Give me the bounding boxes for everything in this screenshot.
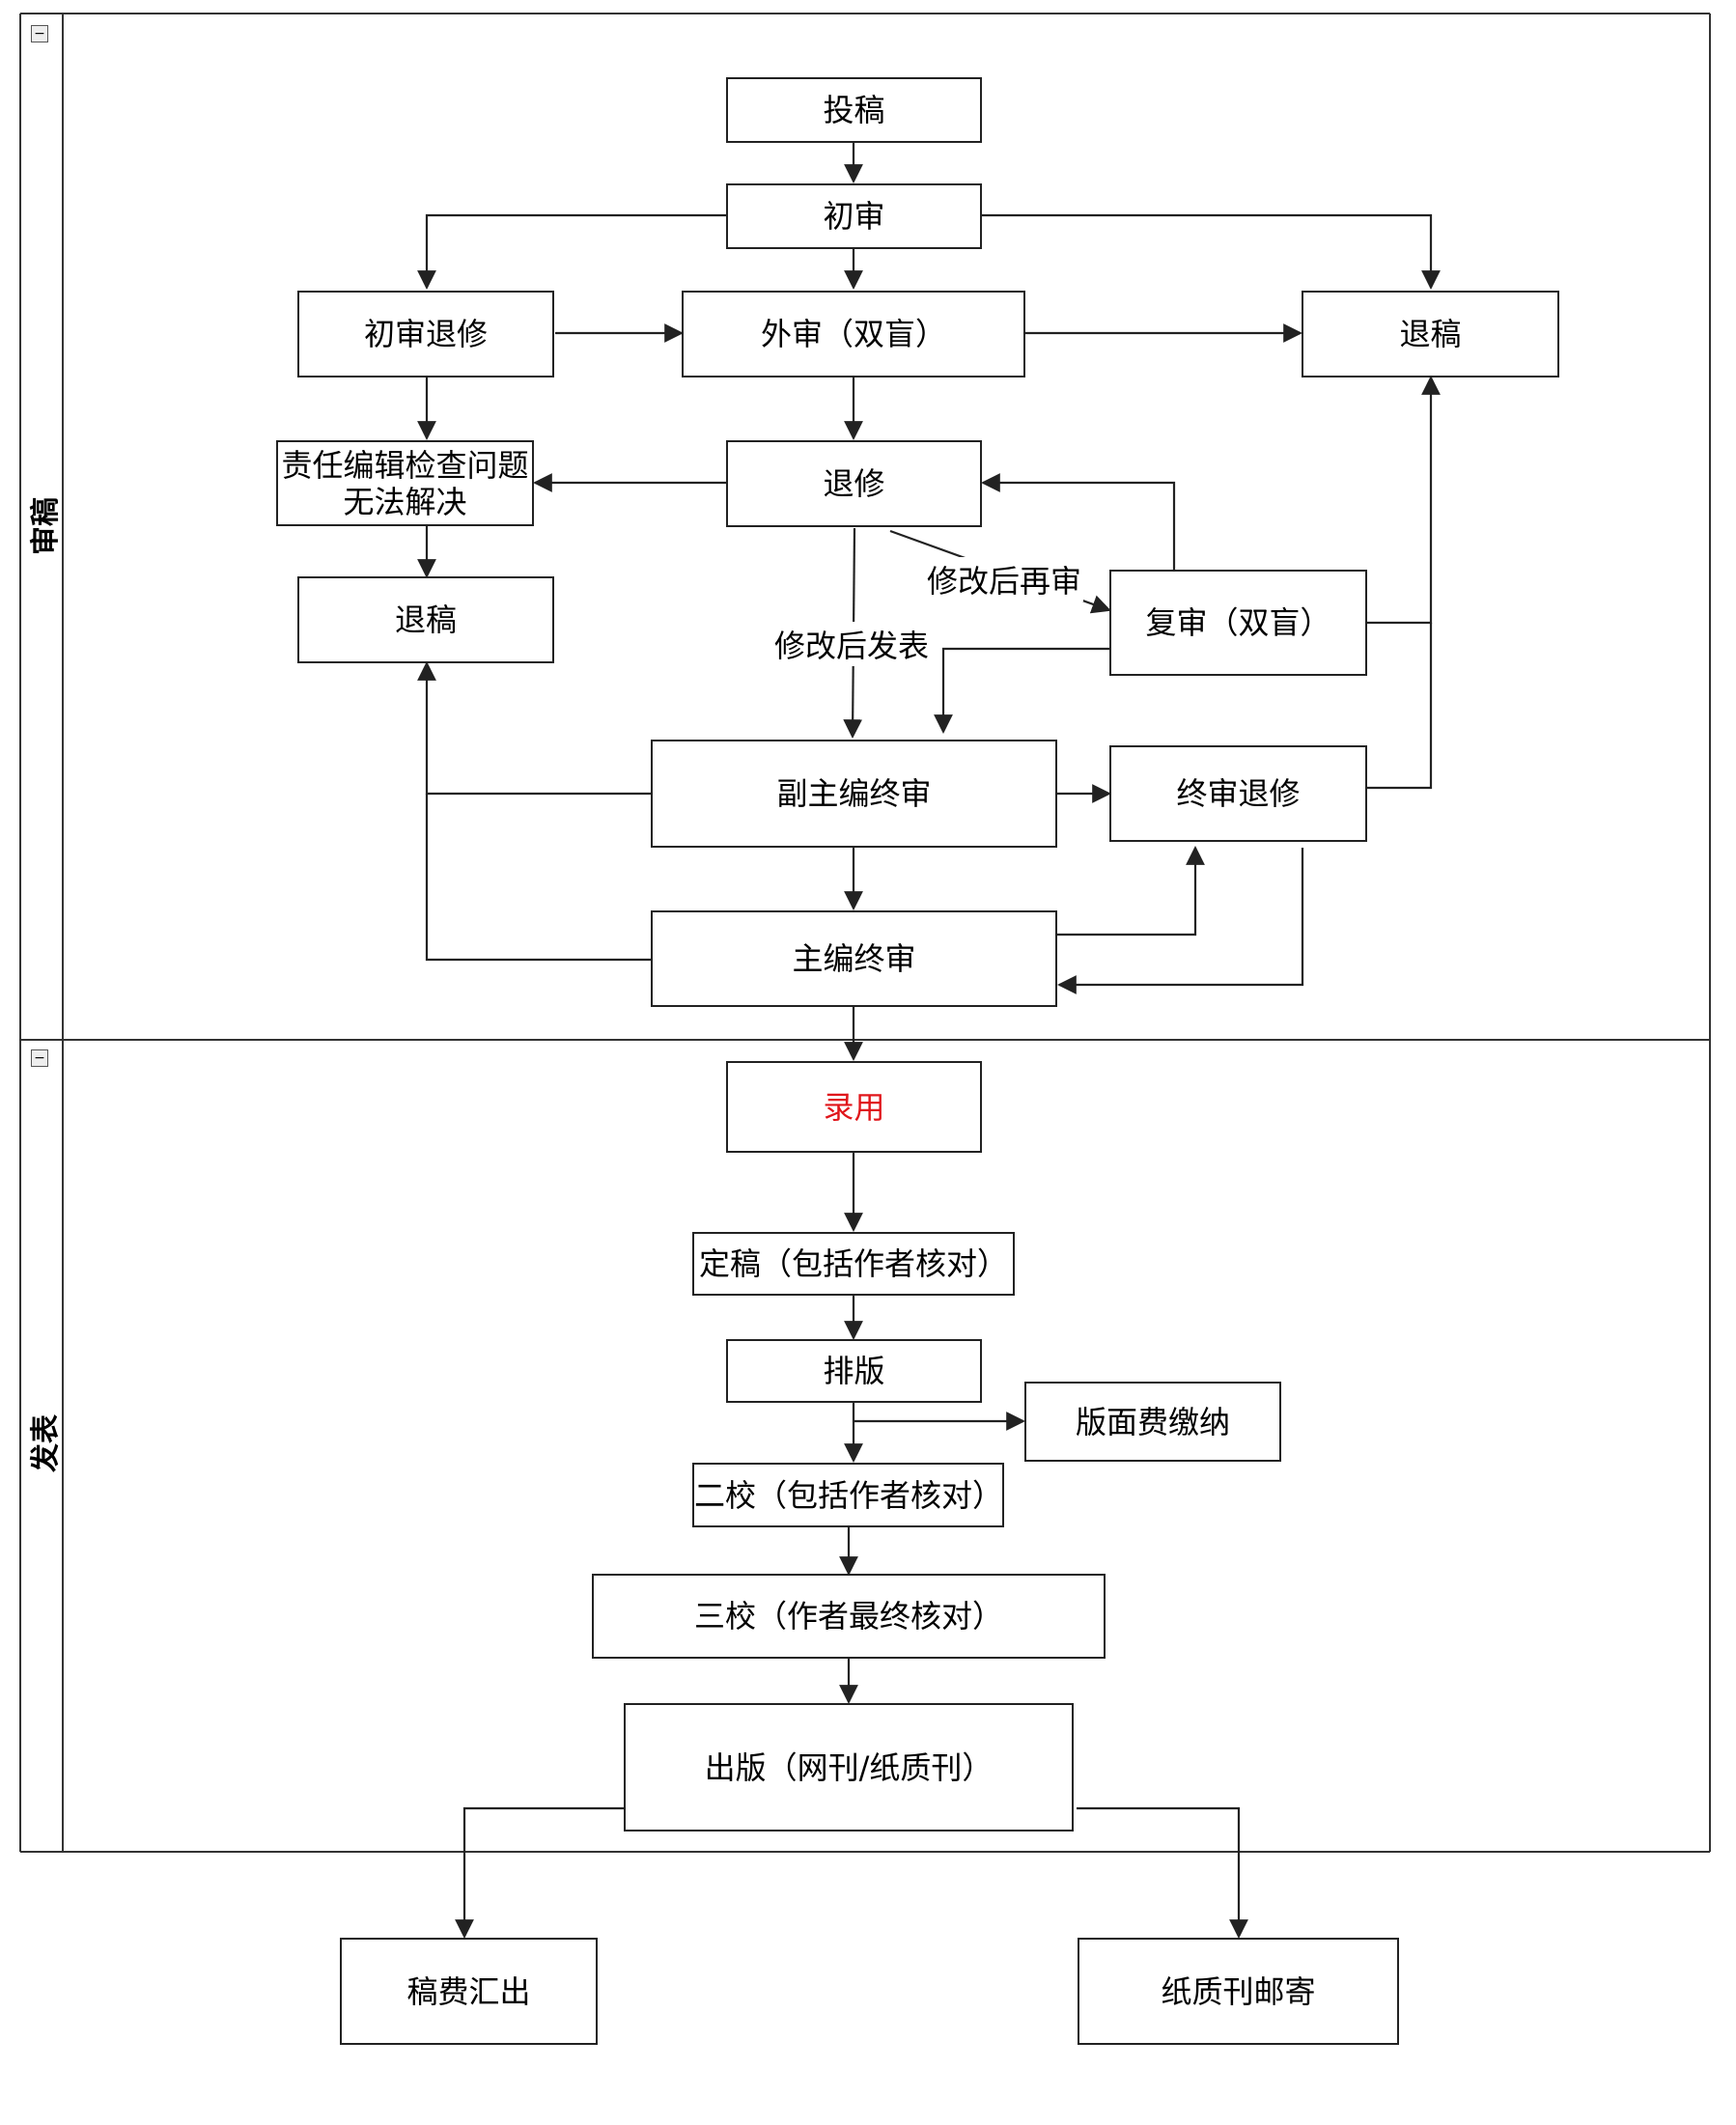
edge-publish-royalty	[455, 1806, 624, 1939]
edge-rereview-deputy	[934, 647, 1109, 734]
node-final-revise[interactable]: 终审退修	[1109, 745, 1367, 842]
lane-review-collapse-icon[interactable]: −	[31, 25, 48, 42]
node-initial-revise[interactable]: 初审退修	[297, 291, 554, 377]
node-external-review[interactable]: 外审（双盲）	[682, 291, 1025, 377]
edge-initial-reject	[982, 213, 1441, 290]
node-royalty[interactable]: 稿费汇出	[340, 1938, 598, 2045]
node-chief-final[interactable]: 主编终审	[651, 910, 1057, 1007]
lane-review-label: 审稿	[29, 497, 63, 555]
node-finalize[interactable]: 定稿（包括作者核对）	[692, 1232, 1015, 1296]
node-reject-2[interactable]: 退稿	[297, 576, 554, 663]
node-submit[interactable]: 投稿	[726, 77, 982, 143]
edge-rereview-revise	[981, 473, 1176, 570]
edge-finalrevise-chief	[1057, 848, 1304, 994]
node-re-review[interactable]: 复审（双盲）	[1109, 570, 1367, 676]
node-accept[interactable]: 录用	[726, 1061, 982, 1153]
node-page-fee[interactable]: 版面费缴纳	[1024, 1382, 1281, 1462]
node-editor-check[interactable]: 责任编辑检查问题 无法解决	[276, 440, 534, 526]
node-proof-3[interactable]: 三校（作者最终核对）	[592, 1574, 1106, 1659]
node-proof-2[interactable]: 二校（包括作者核对）	[692, 1463, 1004, 1527]
edge-chief-reject2	[425, 794, 651, 962]
swimlane-frame	[19, 13, 1711, 1853]
lane-publish-collapse-icon[interactable]: −	[31, 1049, 48, 1067]
edge-publish-mail	[1077, 1806, 1248, 1939]
edge-label-re-review: 修改后再审	[925, 557, 1084, 601]
node-revise[interactable]: 退修	[726, 440, 982, 527]
node-deputy-final[interactable]: 副主编终审	[651, 740, 1057, 848]
node-typeset[interactable]: 排版	[726, 1339, 982, 1403]
edge-label-publish: 修改后发表	[772, 622, 932, 666]
edge-deputy-reject2	[417, 661, 651, 796]
node-mail[interactable]: 纸质刊邮寄	[1078, 1938, 1399, 2045]
edge-finalrevise-reject	[1367, 623, 1433, 790]
lane-publish-label: 发表	[29, 1414, 63, 1472]
edge-rereview-reject	[1367, 376, 1441, 625]
edge-initial-initialrevise	[417, 213, 726, 290]
edge-chief-finalrevise	[1057, 846, 1205, 937]
node-reject-1[interactable]: 退稿	[1302, 291, 1559, 377]
node-publish[interactable]: 出版（网刊/纸质刊）	[624, 1703, 1074, 1831]
node-initial-review[interactable]: 初审	[726, 183, 982, 249]
